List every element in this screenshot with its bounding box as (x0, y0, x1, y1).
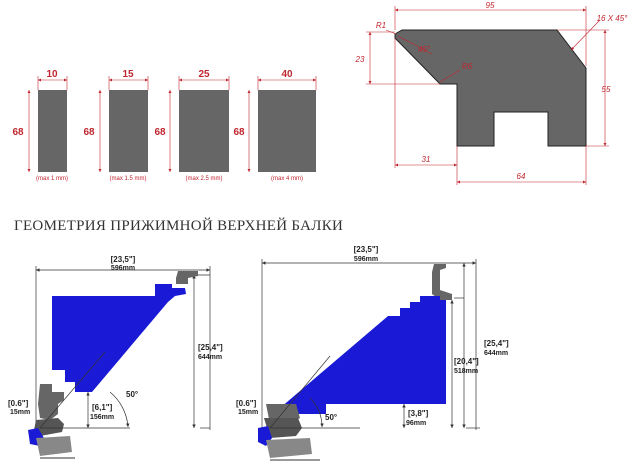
width-mm: 596mm (111, 265, 135, 272)
section-note: (max 1 mm) (36, 176, 68, 182)
section-rect (258, 90, 316, 172)
gap-in: [6,1"] (92, 403, 113, 412)
section-15: 15 68 (max 1.5 mm) (83, 69, 149, 182)
profile-shape (394, 29, 587, 147)
left-beam-diagram: 50° [6,1"] 156mm [23,5"] 596mm [25,4"] 6… (8, 255, 223, 459)
height-in: [25,4"] (484, 339, 509, 348)
profile-height-right: 55 (602, 85, 611, 94)
section-rect (179, 90, 229, 172)
section-40: 40 68 (max 4 mm) (233, 69, 317, 182)
section-width: 40 (281, 69, 293, 80)
height-in: [25,4"] (198, 343, 223, 352)
section-width: 25 (198, 69, 210, 80)
profile-chamfer: 16 X 45° (597, 14, 629, 23)
tool-holder (38, 384, 64, 420)
width-in: [23,5"] (111, 255, 136, 264)
upper-clamp (432, 264, 452, 300)
profile-height-left: 23 (355, 55, 365, 64)
section-note: (max 4 mm) (271, 176, 303, 182)
section-rect (109, 90, 148, 172)
tip-mm: 15mm (238, 409, 258, 416)
width-mm: 596mm (354, 256, 378, 263)
height-mm: 644mm (484, 350, 508, 357)
inner-height-mm: 518mm (454, 368, 478, 375)
section-25: 25 68 (max 2.5 mm) (154, 69, 230, 182)
tip-mm: 15mm (10, 409, 30, 416)
upper-clamp (176, 271, 198, 284)
section-width: 10 (46, 69, 58, 80)
section-height: 68 (233, 127, 245, 138)
die-block (266, 438, 312, 458)
section-height: 68 (12, 127, 24, 138)
profile-radius-1: R1 (376, 21, 386, 30)
section-note: (max 1.5 mm) (109, 176, 146, 182)
punch-tool (34, 418, 64, 436)
height-mm: 644mm (198, 354, 222, 361)
gap-mm: 96mm (406, 420, 426, 427)
section-rect (38, 90, 67, 172)
die-block (36, 436, 72, 456)
angle-label: 50° (325, 413, 337, 422)
width-in: [23,5"] (354, 245, 379, 254)
profile-radius-6: R6 (462, 62, 473, 71)
angle-label: 50° (126, 390, 138, 399)
profile-base: 64 (517, 172, 526, 181)
page-title: ГЕОМЕТРИЯ ПРИЖИМНОЙ ВЕРХНЕЙ БАЛКИ (14, 217, 343, 234)
gap-in: [3,8"] (408, 409, 429, 418)
tip-in: [0.6"] (8, 399, 29, 408)
section-width: 15 (122, 69, 134, 80)
profile-drawing: 95 23 55 R1 45° R6 16 X 45° 31 64 (355, 1, 629, 185)
section-10: 10 68 (max 1 mm) (12, 69, 68, 182)
section-height: 68 (83, 127, 95, 138)
inner-height-in: [20,4"] (454, 357, 479, 366)
profile-offset: 31 (422, 155, 431, 164)
gap-mm: 156mm (90, 414, 114, 421)
tip-in: [0.6"] (236, 399, 257, 408)
profile-width: 95 (486, 1, 495, 10)
right-beam-diagram: 50° [3,8"] 96mm [23,5"] 596mm [25,4"] 64… (236, 245, 509, 461)
section-height: 68 (154, 127, 166, 138)
profile-angle: 45° (418, 45, 431, 54)
beam-body (52, 284, 186, 392)
beam-body (280, 296, 446, 414)
section-note: (max 2.5 mm) (185, 176, 222, 182)
